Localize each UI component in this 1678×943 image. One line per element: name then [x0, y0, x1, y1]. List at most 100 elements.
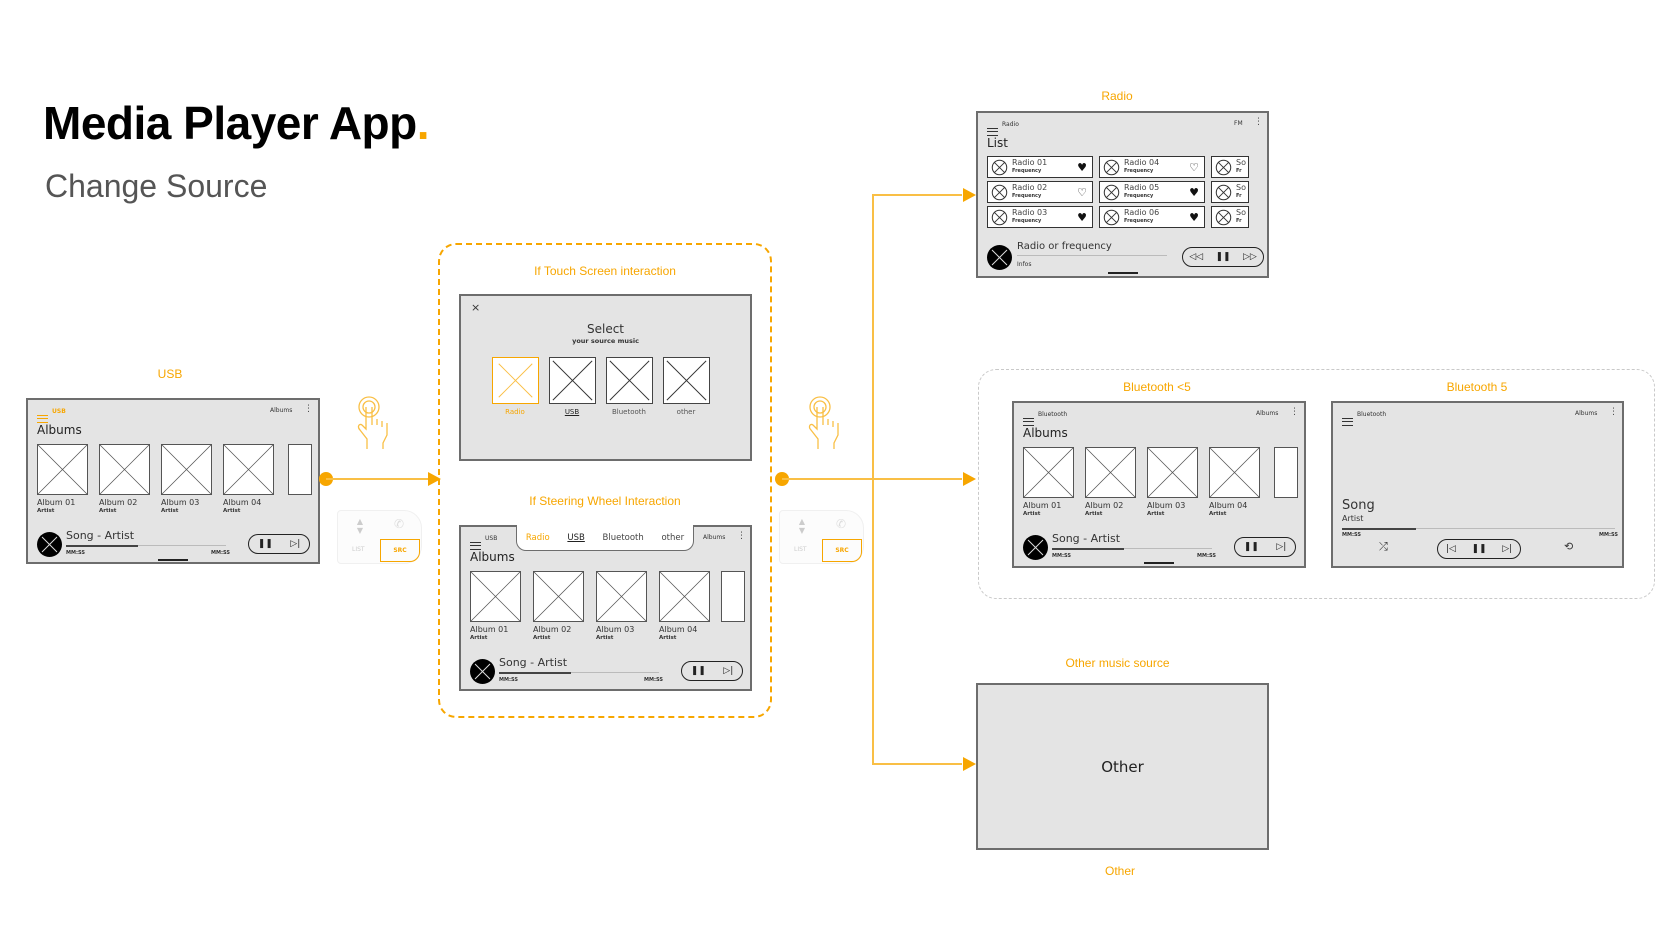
- album-placeholder[interactable]: [1209, 447, 1260, 498]
- album-placeholder-partial[interactable]: [721, 571, 745, 622]
- more-icon[interactable]: ⋮: [1609, 407, 1618, 417]
- heart-outline-icon[interactable]: ♡: [1189, 161, 1199, 174]
- view-menu[interactable]: Albums: [1256, 410, 1279, 417]
- playback-controls: |◁ ❚❚ ▷|: [1437, 539, 1521, 559]
- more-icon[interactable]: ⋮: [304, 404, 313, 414]
- repeat-icon[interactable]: ⟲: [1564, 540, 1574, 553]
- station-icon: [991, 209, 1008, 226]
- menu-icon[interactable]: [1342, 417, 1353, 426]
- heart-outline-icon[interactable]: ♡: [1077, 186, 1087, 199]
- next-icon[interactable]: ▷|: [723, 666, 734, 676]
- rewind-icon[interactable]: ◁◁: [1189, 252, 1204, 262]
- menu-icon[interactable]: [1023, 417, 1034, 426]
- album-placeholder[interactable]: [223, 444, 274, 495]
- next-icon[interactable]: ▷|: [1276, 542, 1287, 552]
- progress-bar[interactable]: [66, 544, 226, 547]
- album-placeholder[interactable]: [161, 444, 212, 495]
- flow-line: [872, 194, 962, 196]
- up-down-arrows-icon[interactable]: ▲▼: [798, 517, 806, 535]
- album-name: Album 04: [223, 498, 262, 507]
- menu-icon[interactable]: [37, 414, 48, 423]
- heart-filled-icon[interactable]: ♥: [1189, 211, 1199, 224]
- heart-filled-icon[interactable]: ♥: [1189, 186, 1199, 199]
- drag-handle[interactable]: [1144, 562, 1174, 564]
- source-option-radio[interactable]: [492, 357, 539, 404]
- heart-filled-icon[interactable]: ♥: [1077, 211, 1087, 224]
- next-icon[interactable]: ▷|: [290, 539, 301, 549]
- view-menu[interactable]: Albums: [703, 534, 726, 541]
- progress-bar[interactable]: [1052, 547, 1212, 550]
- next-icon[interactable]: ▷|: [1502, 544, 1513, 554]
- previous-icon[interactable]: |◁: [1445, 544, 1456, 554]
- source-option-other[interactable]: [663, 357, 710, 404]
- page-title: Media Player App.: [43, 97, 430, 149]
- source-label: USB: [52, 408, 66, 415]
- time-elapsed: MM:SS: [1052, 553, 1071, 559]
- pause-icon[interactable]: ❚❚: [690, 666, 706, 676]
- album-placeholder[interactable]: [659, 571, 710, 622]
- tab-other[interactable]: other: [661, 532, 685, 543]
- album-placeholder[interactable]: [99, 444, 150, 495]
- close-icon[interactable]: ×: [471, 301, 481, 314]
- album-placeholder[interactable]: [596, 571, 647, 622]
- menu-icon[interactable]: [470, 541, 481, 550]
- heart-filled-icon[interactable]: ♥: [1077, 161, 1087, 174]
- fast-forward-icon[interactable]: ▷▷: [1242, 252, 1257, 262]
- phone-icon[interactable]: ✆: [394, 517, 405, 531]
- pause-icon[interactable]: ❚❚: [257, 539, 273, 549]
- more-icon[interactable]: ⋮: [1290, 407, 1299, 417]
- pause-icon[interactable]: ❚❚: [1471, 544, 1487, 554]
- album-placeholder[interactable]: [37, 444, 88, 495]
- band-label[interactable]: FM: [1234, 120, 1243, 127]
- album-placeholder[interactable]: [1085, 447, 1136, 498]
- station-icon: [991, 184, 1008, 201]
- tab-usb[interactable]: USB: [567, 532, 585, 543]
- up-down-arrows-icon[interactable]: ▲▼: [356, 517, 364, 535]
- menu-icon[interactable]: [987, 127, 998, 136]
- drag-handle[interactable]: [158, 559, 188, 561]
- section-heading: Albums: [37, 423, 82, 437]
- src-button[interactable]: SRC: [822, 539, 862, 562]
- more-icon[interactable]: ⋮: [737, 531, 746, 541]
- station-frequency: Frequency: [1124, 218, 1154, 224]
- progress-bar[interactable]: [499, 671, 659, 674]
- album-placeholder[interactable]: [533, 571, 584, 622]
- divider: [1017, 255, 1167, 256]
- usb-screen: USB Albums ⋮ Albums Song - Artist MM:SS …: [26, 398, 320, 564]
- shuffle-icon[interactable]: ⤮: [1379, 540, 1388, 553]
- source-label: Bluetooth: [1038, 411, 1068, 418]
- view-menu[interactable]: Albums: [270, 407, 293, 414]
- album-placeholder[interactable]: [1147, 447, 1198, 498]
- tab-radio[interactable]: Radio: [525, 532, 550, 543]
- more-icon[interactable]: ⋮: [1254, 117, 1263, 127]
- view-menu[interactable]: Albums: [1575, 410, 1598, 417]
- list-button[interactable]: LIST: [794, 546, 807, 553]
- flow-branch-line: [872, 194, 874, 764]
- phone-icon[interactable]: ✆: [836, 517, 847, 531]
- album-placeholder-partial[interactable]: [1274, 447, 1298, 498]
- pause-icon[interactable]: ❚❚: [1215, 252, 1231, 262]
- source-option-bluetooth[interactable]: [606, 357, 653, 404]
- pause-icon[interactable]: ❚❚: [1243, 542, 1259, 552]
- album-artist: Artist: [161, 508, 179, 514]
- album-placeholder[interactable]: [1023, 447, 1074, 498]
- progress-bar[interactable]: [1342, 527, 1615, 530]
- source-option-usb[interactable]: [549, 357, 596, 404]
- cover-art: [37, 532, 62, 557]
- album-placeholder[interactable]: [470, 571, 521, 622]
- drag-handle[interactable]: [1108, 272, 1138, 274]
- station-name: Radio 02: [1012, 183, 1048, 192]
- list-button[interactable]: LIST: [352, 546, 365, 553]
- album-placeholder-partial[interactable]: [288, 444, 312, 495]
- tab-bluetooth[interactable]: Bluetooth: [602, 532, 644, 543]
- src-button[interactable]: SRC: [380, 539, 420, 562]
